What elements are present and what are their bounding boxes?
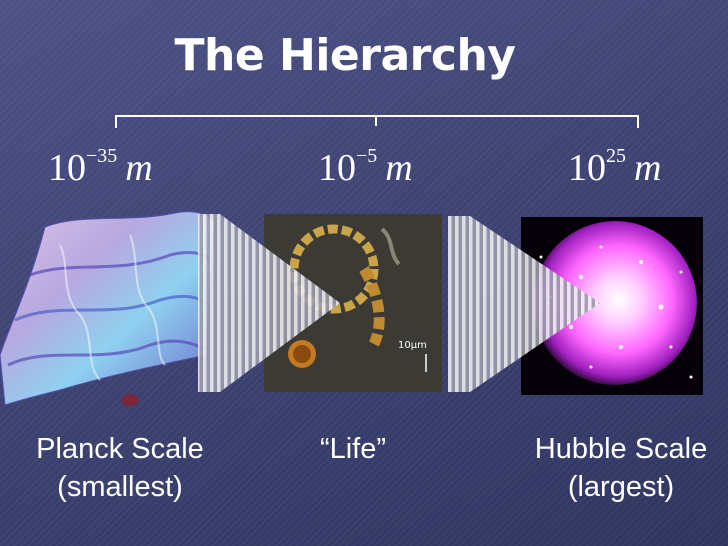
label-line: Hubble Scale [534, 433, 708, 465]
scale-unit: m [385, 147, 413, 189]
zoom-arrow-left [198, 214, 340, 392]
hubble-galaxy-image [521, 217, 703, 395]
zoom-arrow-right [448, 216, 600, 392]
scale-base: 10 [48, 147, 86, 189]
label-line: (largest) [567, 471, 675, 503]
planck-foam-image [0, 211, 215, 406]
scale-unit: m [125, 147, 153, 189]
slide-title: The Hierarchy [174, 30, 516, 81]
scale-planck: 10−35 m [48, 145, 153, 190]
scale-exponent: −5 [356, 145, 378, 168]
scale-base: 10 [318, 147, 356, 189]
label-hubble: Hubble Scale (largest) [514, 430, 728, 506]
scale-exponent: −35 [86, 145, 118, 168]
label-line: (smallest) [57, 471, 183, 503]
scale-hubble: 1025 m [568, 145, 662, 190]
micro-scale-label: 10µm [398, 340, 427, 351]
scale-life: 10−5 m [318, 145, 413, 190]
scale-unit: m [634, 147, 662, 189]
label-planck: Planck Scale (smallest) [15, 430, 225, 506]
scale-base: 10 [568, 147, 606, 189]
label-line: Planck Scale [36, 433, 204, 465]
label-life: “Life” [283, 430, 423, 468]
scale-exponent: 25 [606, 145, 626, 168]
label-line: “Life” [319, 433, 387, 465]
